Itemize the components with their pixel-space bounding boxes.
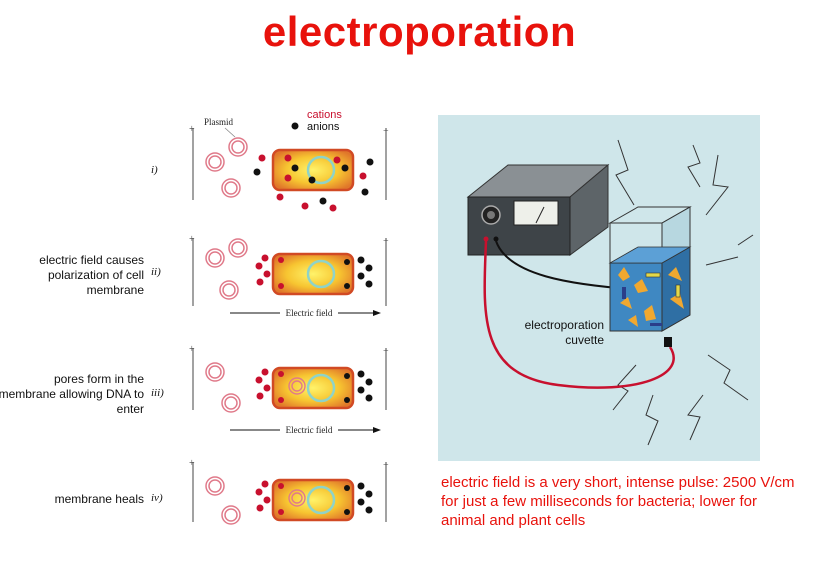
anions-label: anions <box>307 121 340 133</box>
svg-text:+: + <box>189 344 195 355</box>
field-label-1: Electric field <box>286 308 333 318</box>
field-label-2: Electric field <box>286 425 333 435</box>
step-description-4: membrane heals <box>54 492 144 506</box>
step-numeral-1: i) <box>151 164 158 176</box>
plasmid-label: Plasmid <box>204 117 234 127</box>
svg-text:+: + <box>189 458 195 469</box>
svg-text:−: − <box>383 346 389 357</box>
svg-text:+: + <box>189 124 195 135</box>
svg-text:+: + <box>189 234 195 245</box>
electroporation-steps-diagram: + − + − + − + − Plasmid cations anions <box>189 110 389 525</box>
step-3-illustration: Electric field <box>205 362 381 436</box>
svg-text:−: − <box>383 460 389 471</box>
step-description-3: pores form in the membrane allowing DNA … <box>0 372 144 416</box>
step-numeral-2: ii) <box>151 266 161 278</box>
cuvette-label: electroporation cuvette <box>524 318 604 347</box>
step-numeral-3: iii) <box>151 387 164 399</box>
svg-text:−: − <box>383 236 389 247</box>
step-description-2: electric field causes polarization of ce… <box>39 253 144 297</box>
step-numeral-4: iv) <box>151 492 163 504</box>
cations-label: cations <box>307 110 342 121</box>
page-title: electroporation <box>262 8 577 55</box>
pulse-caption: electric field is a very short, intense … <box>441 474 795 529</box>
electrode-plates <box>192 128 387 522</box>
step-4-illustration <box>205 476 373 525</box>
electroporator-illustration <box>438 115 760 461</box>
step-2-illustration: Electric field <box>205 238 381 319</box>
step-1-illustration <box>205 137 374 212</box>
svg-text:−: − <box>383 126 389 137</box>
cuvette <box>608 206 692 347</box>
